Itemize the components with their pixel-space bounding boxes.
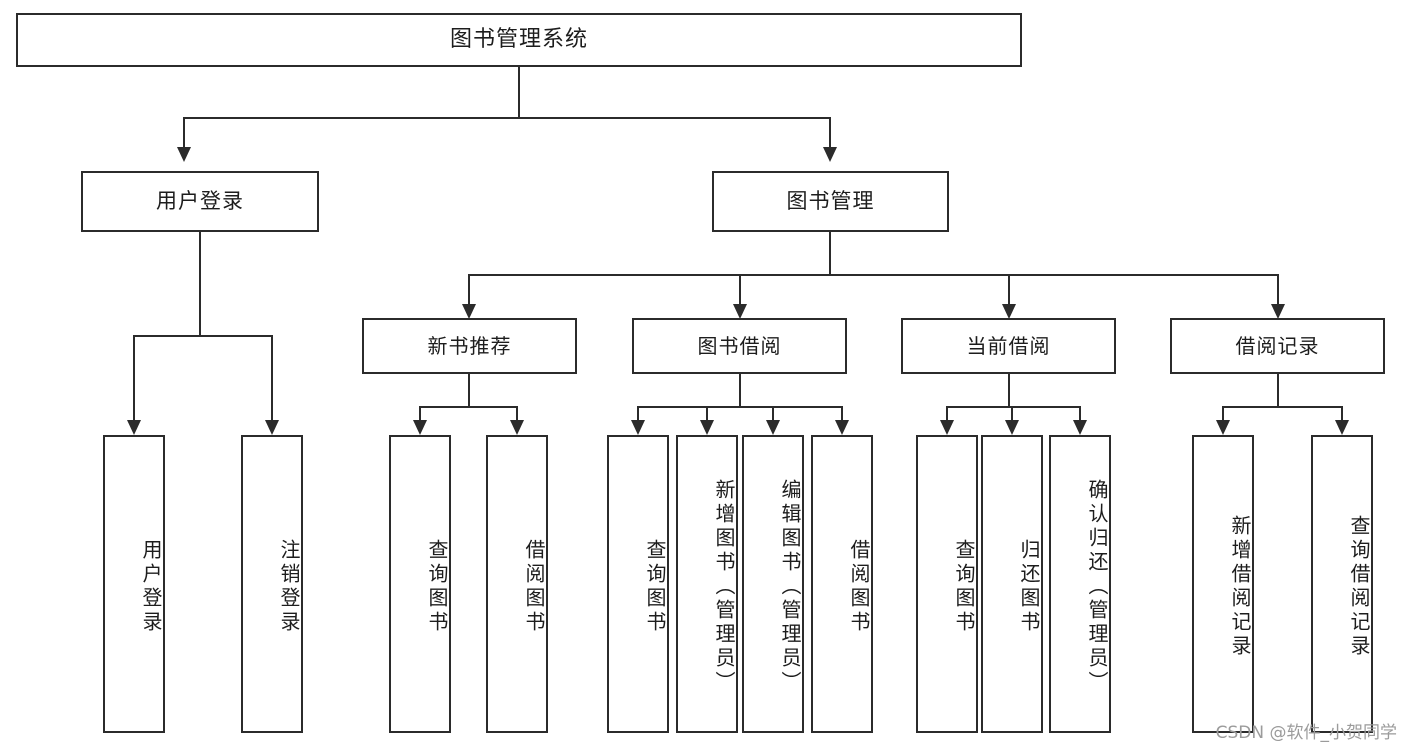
connector-new-book-to-leaf-2: [516, 406, 518, 420]
arrowhead-borrow-record-leaf-2-icon: [1335, 420, 1349, 435]
node-label: 借阅记录: [1235, 333, 1320, 358]
connector-root-to-book-management: [829, 117, 831, 147]
node-label: 新增借阅记录: [1228, 515, 1252, 659]
node-label: 查询图书: [643, 539, 667, 635]
node-user-login[interactable]: 用户登录: [81, 171, 319, 232]
connector-bm-to-book-borrow: [739, 274, 741, 304]
node-book-borrow[interactable]: 图书借阅: [632, 318, 847, 374]
connector-book-management-bus: [468, 274, 1278, 276]
arrowhead-borrow-record-leaf-1-icon: [1216, 420, 1230, 435]
leaf-current-borrow-query[interactable]: 查询图书: [916, 435, 978, 733]
arrowhead-current-borrow-leaf-2-icon: [1005, 420, 1019, 435]
arrowhead-bm-to-new-book-icon: [462, 304, 476, 319]
node-book-management[interactable]: 图书管理: [712, 171, 949, 232]
node-label: 用户登录: [156, 188, 244, 213]
arrowhead-book-borrow-leaf-3-icon: [766, 420, 780, 435]
leaf-book-borrow-add[interactable]: 新增图书（管理员）: [676, 435, 738, 733]
connector-book-borrow-to-leaf-1: [637, 406, 639, 420]
connector-book-borrow-stem: [739, 374, 741, 406]
node-label: 图书管理: [786, 188, 875, 213]
leaf-user-login-login[interactable]: 用户登录: [103, 435, 165, 733]
node-new-book-recommend[interactable]: 新书推荐: [362, 318, 577, 374]
leaf-current-borrow-confirm-return[interactable]: 确认归还（管理员）: [1049, 435, 1111, 733]
arrowhead-book-borrow-leaf-1-icon: [631, 420, 645, 435]
node-label: 借阅图书: [522, 539, 546, 635]
connector-current-borrow-to-leaf-1: [946, 406, 948, 420]
connector-root-to-user-login: [183, 117, 185, 147]
arrowhead-root-to-user-login-icon: [177, 147, 191, 162]
connector-new-book-bus: [419, 406, 517, 408]
arrowhead-new-book-leaf-2-icon: [510, 420, 524, 435]
connector-bm-to-current-borrow: [1008, 274, 1010, 304]
node-label: 查询图书: [425, 539, 449, 635]
arrowhead-root-to-book-management-icon: [823, 147, 837, 162]
connector-current-borrow-to-leaf-2: [1011, 406, 1013, 420]
connector-book-borrow-bus: [637, 406, 842, 408]
connector-current-borrow-stem: [1008, 374, 1010, 406]
node-label: 归还图书: [1017, 539, 1041, 635]
connector-bm-to-borrow-record: [1277, 274, 1279, 304]
leaf-book-borrow-query[interactable]: 查询图书: [607, 435, 669, 733]
connector-book-borrow-to-leaf-2: [706, 406, 708, 420]
node-current-borrow[interactable]: 当前借阅: [901, 318, 1116, 374]
leaf-new-book-query[interactable]: 查询图书: [389, 435, 451, 733]
connector-user-login-stem: [199, 232, 201, 335]
connector-current-borrow-to-leaf-3: [1079, 406, 1081, 420]
connector-current-borrow-bus: [946, 406, 1080, 408]
node-label: 查询借阅记录: [1347, 515, 1371, 659]
node-borrow-record[interactable]: 借阅记录: [1170, 318, 1385, 374]
node-root-book-management-system[interactable]: 图书管理系统: [16, 13, 1022, 67]
arrowhead-current-borrow-leaf-1-icon: [940, 420, 954, 435]
connector-user-login-to-leaf-2: [271, 335, 273, 420]
node-label: 确认归还（管理员）: [1085, 479, 1109, 695]
leaf-new-book-borrow[interactable]: 借阅图书: [486, 435, 548, 733]
arrowhead-user-login-leaf-2-icon: [265, 420, 279, 435]
node-label: 图书管理系统: [449, 26, 588, 52]
arrowhead-new-book-leaf-1-icon: [413, 420, 427, 435]
node-label: 新书推荐: [427, 333, 512, 358]
connector-new-book-to-leaf-1: [419, 406, 421, 420]
node-label: 用户登录: [139, 539, 163, 635]
connector-user-login-bus: [133, 335, 272, 337]
arrowhead-book-borrow-leaf-4-icon: [835, 420, 849, 435]
leaf-book-borrow-edit[interactable]: 编辑图书（管理员）: [742, 435, 804, 733]
connector-user-login-to-leaf-1: [133, 335, 135, 420]
connector-book-management-stem: [829, 232, 831, 274]
connector-root-stem: [518, 67, 520, 117]
connector-book-borrow-to-leaf-4: [841, 406, 843, 420]
arrowhead-bm-to-current-borrow-icon: [1002, 304, 1016, 319]
node-label: 注销登录: [277, 539, 301, 635]
node-label: 编辑图书（管理员）: [778, 479, 802, 695]
leaf-borrow-record-query[interactable]: 查询借阅记录: [1311, 435, 1373, 733]
arrowhead-user-login-leaf-1-icon: [127, 420, 141, 435]
leaf-user-login-logout[interactable]: 注销登录: [241, 435, 303, 733]
connector-borrow-record-to-leaf-1: [1222, 406, 1224, 420]
node-label: 新增图书（管理员）: [712, 479, 736, 695]
connector-root-bus: [183, 117, 830, 119]
arrowhead-bm-to-book-borrow-icon: [733, 304, 747, 319]
node-label: 图书借阅: [697, 333, 782, 358]
node-label: 借阅图书: [847, 539, 871, 635]
connector-book-borrow-to-leaf-3: [772, 406, 774, 420]
arrowhead-book-borrow-leaf-2-icon: [700, 420, 714, 435]
connector-borrow-record-stem: [1277, 374, 1279, 406]
arrowhead-bm-to-borrow-record-icon: [1271, 304, 1285, 319]
leaf-borrow-record-add[interactable]: 新增借阅记录: [1192, 435, 1254, 733]
node-label: 查询图书: [952, 539, 976, 635]
leaf-book-borrow-borrow[interactable]: 借阅图书: [811, 435, 873, 733]
connector-borrow-record-to-leaf-2: [1341, 406, 1343, 420]
connector-borrow-record-bus: [1222, 406, 1342, 408]
arrowhead-current-borrow-leaf-3-icon: [1073, 420, 1087, 435]
leaf-current-borrow-return[interactable]: 归还图书: [981, 435, 1043, 733]
node-label: 当前借阅: [966, 333, 1051, 358]
connector-new-book-stem: [468, 374, 470, 406]
connector-bm-to-new-book: [468, 274, 470, 304]
